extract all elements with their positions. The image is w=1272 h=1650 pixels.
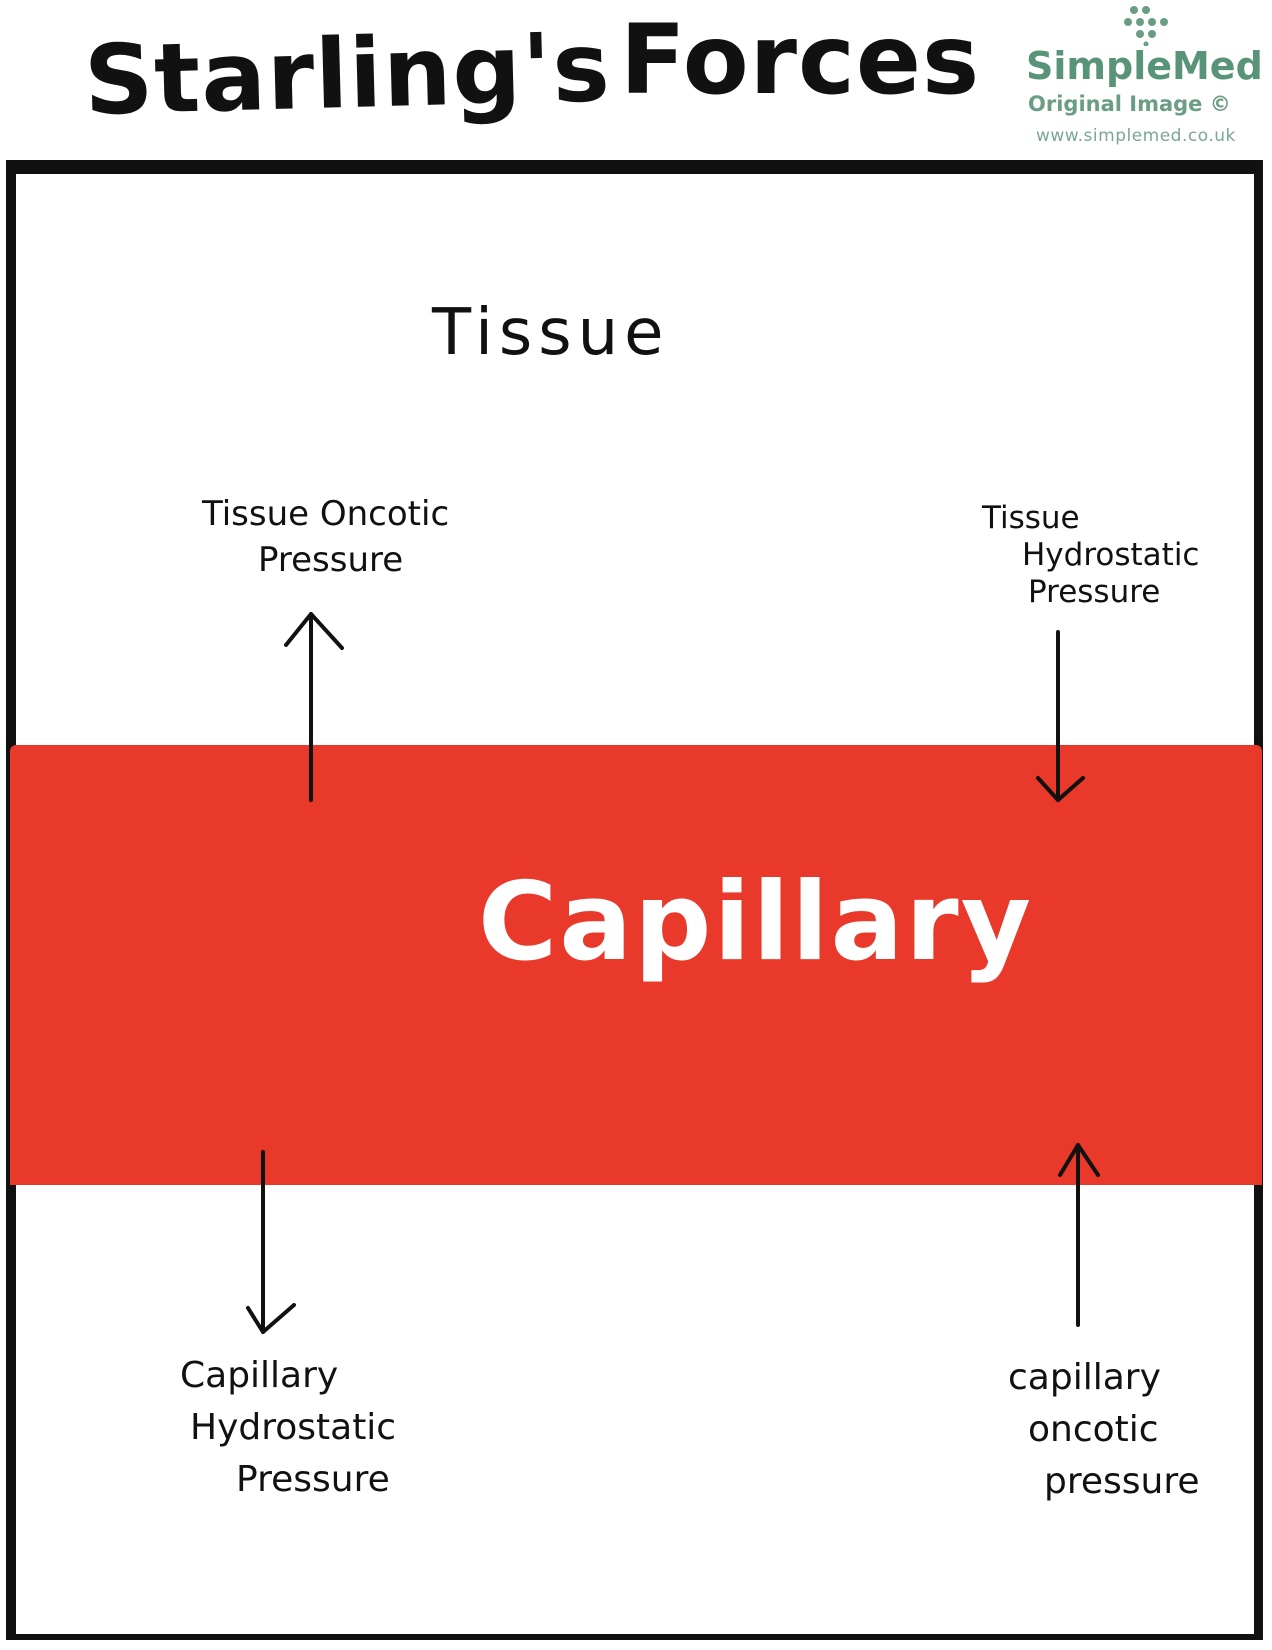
- label-line: Pressure: [236, 1459, 390, 1501]
- logo-subtitle: Original Image ©: [1028, 92, 1231, 116]
- title-starlings: Starling's: [82, 11, 612, 137]
- label-line: Tissue: [982, 500, 1080, 536]
- capillary-band: [10, 745, 1262, 1185]
- capillary-hydrostatic-pressure-label: Capillary Hydrostatic Pressure: [180, 1350, 396, 1507]
- molecule-dots-icon: [1124, 6, 1168, 46]
- tissue-hydrostatic-pressure-label: Tissue Hydrostatic Pressure: [982, 500, 1199, 612]
- label-line: Tissue Oncotic: [202, 494, 450, 534]
- label-line: Hydrostatic: [190, 1407, 397, 1449]
- label-line: Pressure: [258, 539, 404, 580]
- tissue-oncotic-pressure-label: Tissue Oncotic Pressure: [202, 492, 449, 584]
- label-line: Capillary: [180, 1355, 339, 1396]
- label-line: capillary: [1008, 1357, 1161, 1398]
- logo-url: www.simplemed.co.uk: [1036, 126, 1236, 146]
- tissue-region-label: Tissue: [432, 296, 670, 370]
- simplemed-logo: SimpleMed Original Image © www.simplemed…: [1010, 4, 1272, 154]
- label-line: Hydrostatic: [1022, 537, 1200, 574]
- label-line: oncotic: [1028, 1409, 1159, 1451]
- title-forces: Forces: [620, 4, 981, 116]
- capillary-region-label: Capillary: [478, 860, 1034, 985]
- logo-name: SimpleMed: [1026, 44, 1263, 88]
- label-line: Pressure: [1028, 574, 1161, 611]
- capillary-oncotic-pressure-label: capillary oncotic pressure: [1008, 1352, 1200, 1509]
- label-line: pressure: [1044, 1461, 1200, 1503]
